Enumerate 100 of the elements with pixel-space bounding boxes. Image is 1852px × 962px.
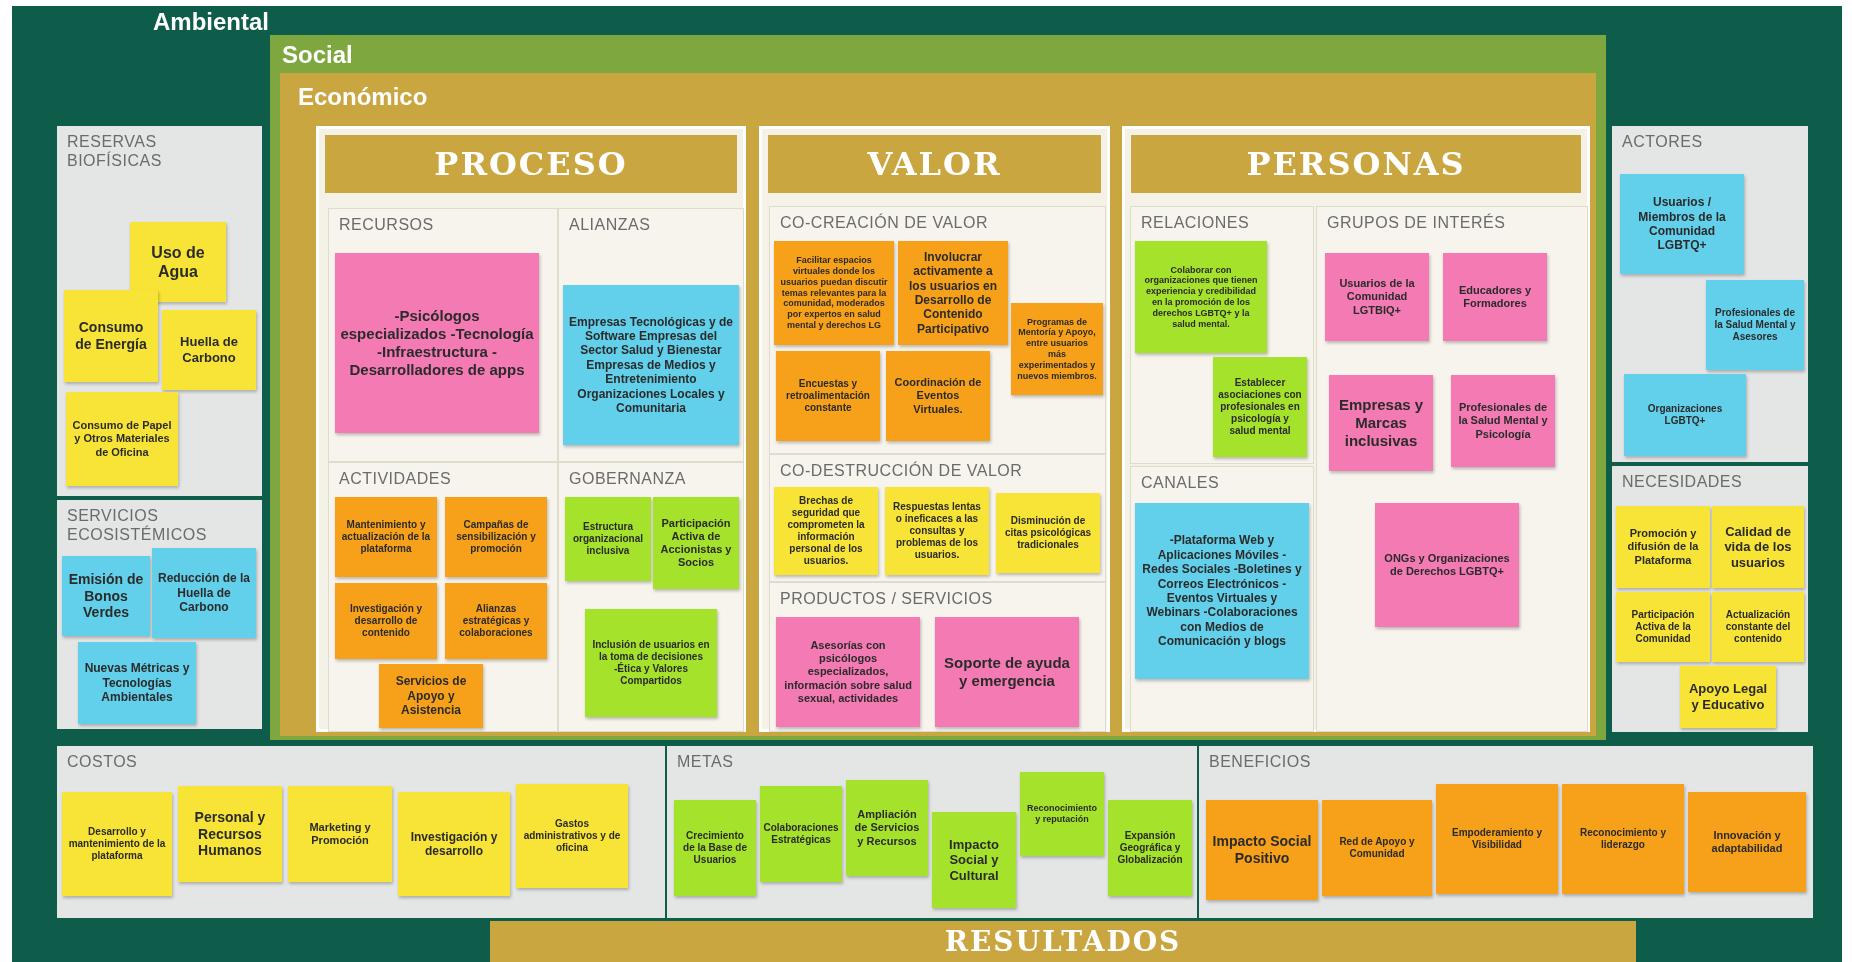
section-heading: SERVICIOS ECOSISTÉMICOS [67, 506, 208, 545]
section-heading: COSTOS [67, 752, 139, 772]
sticky-note: Marketing y Promoción [288, 786, 392, 882]
sticky-note: ONGs y Organizaciones de Derechos LGBTQ+ [1375, 503, 1519, 627]
sticky-note: Expansión Geográfica y Globalización [1108, 800, 1192, 896]
sticky-note: Participación Activa de Accionistas y Socios [653, 497, 739, 589]
section-heading: RELACIONES [1141, 213, 1251, 233]
sticky-note: Empresas Tecnológicas y de Software Empresas del Sector Salud y Bienestar Empresas de Medios y Entretenimiento Organizaciones Locales y Comunitaria [563, 285, 739, 445]
section-panel [1131, 207, 1313, 463]
band-title: Social [282, 41, 353, 69]
sticky-note: Reducción de la Huella de Carbono [152, 548, 256, 638]
section-heading: CO-DESTRUCCIÓN DE VALOR [780, 461, 1024, 481]
sticky-note: Consumo de Energía [64, 290, 158, 382]
band-title: Ambiental [153, 8, 269, 36]
section-heading: ACTORES [1622, 132, 1704, 152]
sticky-note: Innovación y adaptabilidad [1688, 792, 1806, 892]
sticky-note: Alianzas estratégicas y colaboraciones [445, 583, 547, 659]
section-panel [1317, 207, 1587, 731]
sticky-note: Encuestas y retroalimentación constante [776, 351, 880, 441]
canvas-panel [1122, 126, 1590, 732]
sticky-note: Mantenimiento y actualización de la plataforma [335, 497, 437, 577]
sticky-note: Servicios de Apoyo y Asistencia [379, 664, 483, 728]
section-panel [667, 746, 1197, 918]
sticky-note: Soporte de ayuda y emergencia [935, 617, 1079, 727]
sticky-note: Impacto Social y Cultural [932, 812, 1016, 908]
section-heading: NECESIDADES [1622, 472, 1744, 492]
section-panel [329, 209, 557, 461]
sticky-note: Gastos administrativos y de oficina [516, 784, 628, 888]
results-banner: RESULTADOS [490, 921, 1636, 962]
section-heading: RECURSOS [339, 215, 435, 235]
sticky-note: Disminución de citas psicológicas tradicionales [996, 493, 1100, 573]
sticky-note: Calidad de vida de los usuarios [1712, 506, 1804, 588]
section-panel [1612, 126, 1808, 462]
sticky-note: Colaboraciones Estratégicas [760, 786, 842, 882]
section-heading: GOBERNANZA [569, 469, 687, 489]
sticky-note: -Psicólogos especializados -Tecnología -Infraestructura -Desarrolladores de apps [335, 253, 539, 433]
section-heading: GRUPOS DE INTERÉS [1327, 213, 1507, 233]
sticky-note: Reconocimiento y liderazgo [1562, 784, 1684, 894]
section-panel [329, 463, 557, 731]
sticky-note: Usuarios / Miembros de la Comunidad LGBTQ+ [1620, 174, 1744, 274]
sticky-note: Red de Apoyo y Comunidad [1322, 800, 1432, 896]
section-panel [57, 746, 665, 918]
sticky-note: Reconocimiento y reputación [1020, 772, 1104, 856]
section-heading: PRODUCTOS / SERVICIOS [780, 589, 994, 609]
sticky-note: Profesionales de la Salud Mental y Asesores [1706, 280, 1804, 370]
sticky-note: Actualización constante del contenido [1712, 592, 1804, 662]
section-heading: CO-CREACIÓN DE VALOR [780, 213, 989, 233]
section-panel [1199, 746, 1813, 918]
section-heading: METAS [677, 752, 735, 772]
sticky-note: Establecer asociaciones con profesionales en psicología y salud mental [1213, 357, 1307, 457]
sticky-note: Promoción y difusión de la Plataforma [1616, 506, 1710, 588]
sticky-note: Respuestas lentas o ineficaces a las consultas y problemas de los usuarios. [885, 487, 989, 575]
sticky-note: Educadores y Formadores [1443, 253, 1547, 341]
sticky-note: Investigación y desarrollo [398, 792, 510, 896]
section-heading: RESERVAS BIOFÍSICAS [67, 132, 163, 171]
section-panel [559, 209, 743, 461]
sticky-note: Empoderamiento y Visibilidad [1436, 784, 1558, 894]
canvas-panel [759, 126, 1110, 732]
sticky-note: Empresas y Marcas inclusivas [1329, 375, 1433, 471]
sticky-note: Investigación y desarrollo de contenido [335, 583, 437, 659]
sticky-note: Inclusión de usuarios en la toma de decisiones -Ética y Valores Compartidos [585, 609, 717, 717]
section-heading: BENEFICIOS [1209, 752, 1312, 772]
sticky-note: Crecimiento de la Base de Usuarios [674, 800, 756, 896]
sticky-note: Desarrollo y mantenimiento de la plataforma [62, 792, 172, 896]
sticky-note: Colaborar con organizaciones que tienen experiencia y credibilidad en la promoción de los derechos LGBTQ+ y la salud mental. [1135, 241, 1267, 353]
panel-header: PROCESO [325, 135, 737, 193]
band-title: Económico [298, 83, 428, 111]
sticky-note: Estructura organizacional inclusiva [565, 497, 651, 581]
sticky-note: Facilitar espacios virtuales donde los usuarios puedan discutir temas relevantes para la comunidad, moderados por expertos en salud mental y derechos LG [774, 241, 894, 345]
sticky-note: Organizaciones LGBTQ+ [1624, 374, 1746, 456]
sticky-note: Apoyo Legal y Educativo [1680, 666, 1776, 728]
sticky-note: Asesorías con psicólogos especializados, información sobre salud sexual, actividades [776, 617, 920, 727]
sticky-note: Ampliación de Servicios y Recursos [846, 780, 928, 876]
sticky-note: Personal y Recursos Humanos [178, 786, 282, 882]
section-panel [57, 500, 262, 729]
sticky-note: Participación Activa de la Comunidad [1616, 592, 1710, 662]
sticky-note: Emisión de Bonos Verdes [62, 556, 150, 636]
section-panel [770, 583, 1105, 731]
sticky-note: Nuevas Métricas y Tecnologías Ambientales [78, 642, 196, 724]
section-panel [770, 207, 1105, 453]
canvas-panel [316, 126, 746, 732]
sticky-note: Uso de Agua [130, 222, 226, 302]
section-heading: CANALES [1141, 473, 1221, 493]
sticky-note: -Plataforma Web y Aplicaciones Móviles -Redes Sociales -Boletines y Correos Electrónicos -Eventos Virtuales y Webinars -Colaboraciones con Medios de Comunicación y blogs [1135, 503, 1309, 679]
sticky-note: Coordinación de Eventos Virtuales. [886, 351, 990, 441]
sticky-note: Usuarios de la Comunidad LGTBIQ+ [1325, 253, 1429, 341]
section-panel [1131, 467, 1313, 731]
section-panel [57, 126, 262, 496]
sticky-note: Impacto Social Positivo [1206, 800, 1318, 900]
panel-header: PERSONAS [1131, 135, 1581, 193]
section-heading: ALIANZAS [569, 215, 652, 235]
section-panel [1612, 466, 1808, 732]
panel-header: VALOR [768, 135, 1101, 193]
section-heading: ACTIVIDADES [339, 469, 453, 489]
sticky-note: Profesionales de la Salud Mental y Psicología [1451, 375, 1555, 467]
sticky-note: Programas de Mentoría y Apoyo, entre usuarios más experimentados y nuevos miembros. [1011, 303, 1103, 395]
sticky-note: Involucrar activamente a los usuarios en Desarrollo de Contenido Participativo [898, 241, 1008, 345]
section-panel [559, 463, 743, 731]
sticky-note: Brechas de seguridad que comprometen la información personal de los usuarios. [774, 487, 878, 575]
canvas-band [12, 6, 1842, 962]
